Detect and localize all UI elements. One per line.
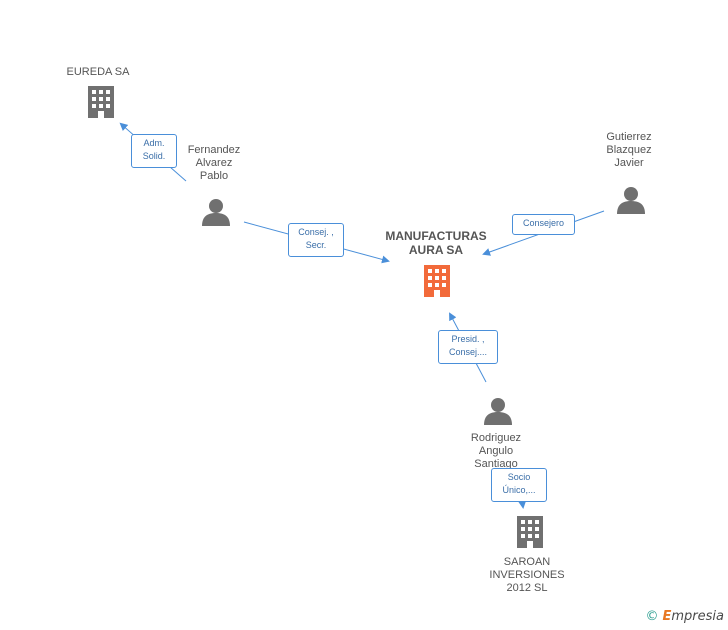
brand-initial: E: [662, 609, 672, 624]
fernandez-person-icon[interactable]: [202, 199, 230, 226]
saroan-label[interactable]: SAROAN INVERSIONES 2012 SL: [489, 556, 565, 594]
rodriguez-person-icon[interactable]: [484, 398, 512, 425]
empresia-logo: ©Empresia: [646, 609, 725, 624]
eureda-building-icon[interactable]: [88, 86, 114, 118]
copyright-symbol: ©: [645, 609, 659, 624]
gutierrez-person-icon[interactable]: [617, 187, 645, 214]
role-presid-consej[interactable]: Presid. , Consej....: [438, 330, 498, 364]
fernandez-label[interactable]: Fernandez Alvarez Pablo: [187, 144, 241, 182]
role-adm-solid[interactable]: Adm. Solid.: [131, 134, 177, 168]
gutierrez-label[interactable]: Gutierrez Blazquez Javier: [606, 131, 652, 169]
eureda-label[interactable]: EUREDA SA: [66, 66, 130, 78]
manufacturas-label[interactable]: MANUFACTURAS AURA SA: [385, 229, 487, 257]
role-socio-unico[interactable]: Socio Único,...: [491, 468, 547, 502]
saroan-building-icon[interactable]: [517, 516, 543, 548]
manufacturas-building-icon[interactable]: [424, 265, 450, 297]
role-consejero[interactable]: Consejero: [512, 214, 575, 235]
rodriguez-label[interactable]: Rodriguez Angulo Santiago: [470, 432, 522, 470]
role-consej-secr[interactable]: Consej. , Secr.: [288, 223, 344, 257]
brand-name: mpresia: [671, 609, 724, 624]
